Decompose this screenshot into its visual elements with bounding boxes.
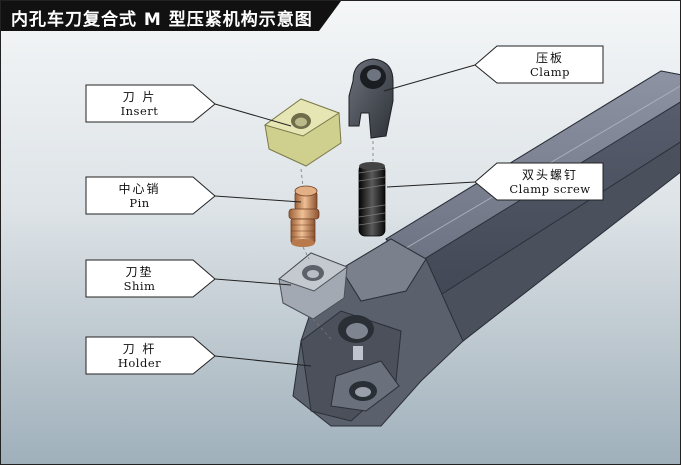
- diagram-title: 内孔车刀复合式 M 型压紧机构示意图: [11, 10, 313, 30]
- callout-clamp-screw: 双头螺钉 Clamp screw: [474, 162, 605, 201]
- callout-clamp: 压板 Clamp: [474, 45, 605, 84]
- clamp-screw-part: [358, 162, 386, 237]
- clamp-label-zh: 压板: [535, 51, 564, 65]
- leader-lines: [214, 64, 476, 367]
- clamp-screw-label-zh: 双头螺钉: [521, 168, 578, 182]
- clamp-label-en: Clamp: [529, 65, 571, 79]
- insert-part: [263, 98, 342, 167]
- shim-label-zh: 刀垫: [125, 265, 154, 279]
- shim-part: [277, 252, 349, 320]
- clamp-screw-label-en: Clamp screw: [509, 182, 591, 196]
- holder-label-zh: 刀 杆: [122, 342, 157, 356]
- clamp-part: [348, 58, 394, 139]
- pin-part: [288, 185, 320, 247]
- pin-label-zh: 中心销: [118, 182, 161, 196]
- title-banner: 内孔车刀复合式 M 型压紧机构示意图: [1, 1, 341, 31]
- insert-label-en: Insert: [120, 104, 159, 118]
- callout-holder: 刀 杆 Holder: [85, 336, 216, 375]
- callout-shim: 刀垫 Shim: [85, 259, 216, 298]
- pin-label-en: Pin: [129, 196, 150, 210]
- insert-label-zh: 刀 片: [122, 90, 157, 104]
- holder-label-en: Holder: [117, 356, 162, 370]
- callout-pin: 中心销 Pin: [85, 176, 216, 215]
- callout-insert: 刀 片 Insert: [85, 84, 216, 123]
- shim-label-en: Shim: [123, 279, 156, 293]
- assembly-guide-lines: [300, 141, 374, 340]
